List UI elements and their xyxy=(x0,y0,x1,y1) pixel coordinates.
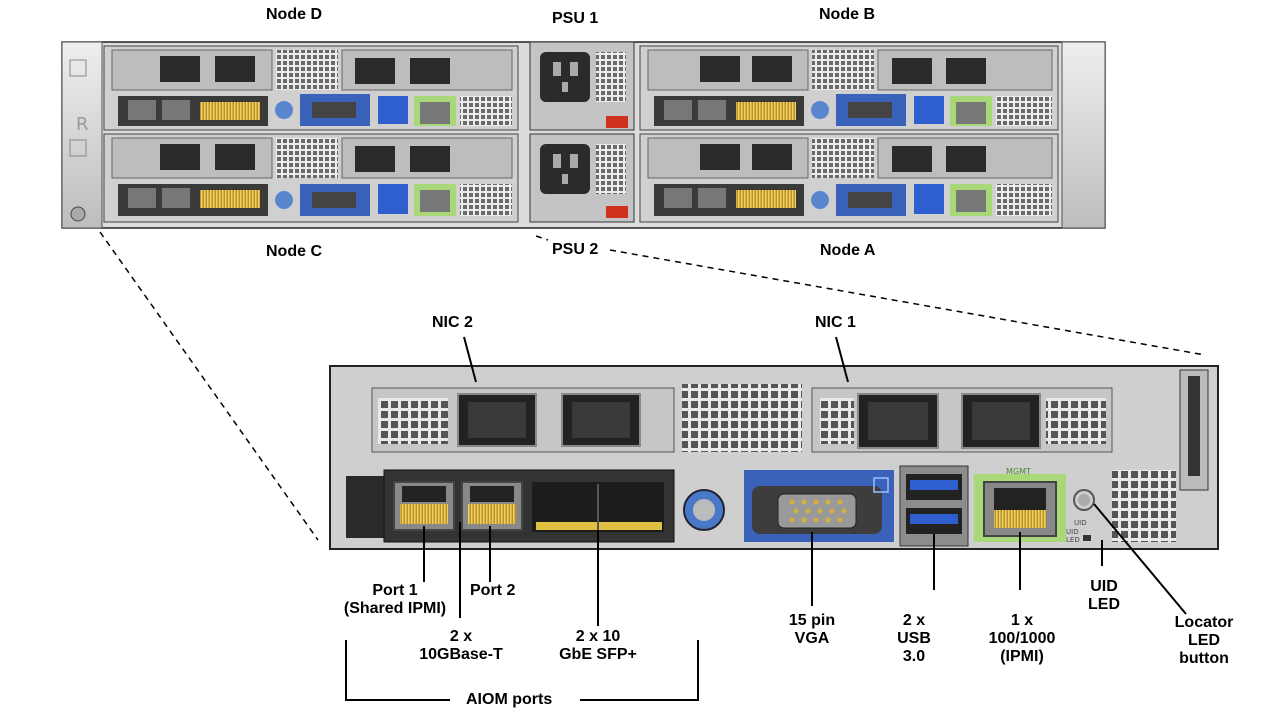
label-psu-2: PSU 2 xyxy=(552,241,599,258)
psu-1-module xyxy=(529,41,635,131)
uid-led xyxy=(1083,535,1091,541)
node-detail-panel: MGMT UID UID LED xyxy=(329,365,1219,550)
zoom-guide-left xyxy=(99,231,319,541)
node-a-tray xyxy=(639,133,1059,223)
label-port-1-line2: (Shared IPMI) xyxy=(343,600,447,617)
zoom-guide-right xyxy=(609,249,1206,356)
label-10gbase-t: 2 x 10GBase-T xyxy=(396,628,526,664)
label-vga-line2: VGA xyxy=(794,630,830,647)
label-10gbase-t-line1: 2 x xyxy=(449,628,473,645)
label-ipmi: 1 x 100/1000 (IPMI) xyxy=(972,612,1072,666)
uid-marking: UID xyxy=(1074,519,1087,527)
label-uid-led-line1: UID xyxy=(1090,578,1118,595)
label-psu-1: PSU 1 xyxy=(552,10,599,27)
svg-text:LED: LED xyxy=(1066,536,1080,544)
label-usb-line3: 3.0 xyxy=(902,648,926,665)
svg-text:UID: UID xyxy=(1066,528,1079,536)
label-locator-line3: button xyxy=(1179,650,1229,667)
label-10gbase-t-line2: 10GBase-T xyxy=(419,646,503,663)
label-sfp: 2 x 10 GbE SFP+ xyxy=(536,628,660,664)
label-node-d: Node D xyxy=(266,6,322,23)
label-locator-line2: LED xyxy=(1188,632,1220,649)
label-usb-line2: USB xyxy=(897,630,931,647)
label-port-2: Port 2 xyxy=(470,582,516,599)
label-ipmi-line3: (IPMI) xyxy=(1000,648,1044,665)
node-b-tray xyxy=(639,45,1059,131)
mgmt-marking: MGMT xyxy=(1006,467,1031,476)
label-nic-2: NIC 2 xyxy=(432,314,473,331)
callout-lines xyxy=(345,336,1187,701)
node-d-tray xyxy=(103,45,519,131)
chassis-letter: R xyxy=(76,114,89,135)
label-port-1-line1: Port 1 xyxy=(372,582,418,599)
label-port-1: Port 1 (Shared IPMI) xyxy=(330,582,460,618)
node-c-tray xyxy=(103,133,519,223)
label-sfp-line1: 2 x 10 xyxy=(575,628,621,645)
label-ipmi-line1: 1 x xyxy=(1010,612,1034,629)
label-vga-line1: 15 pin xyxy=(788,612,836,629)
label-uid-led-line2: LED xyxy=(1088,596,1120,613)
label-sfp-line2: GbE SFP+ xyxy=(559,646,637,663)
label-locator-line1: Locator xyxy=(1174,614,1234,631)
label-node-a: Node A xyxy=(820,242,876,259)
label-usb: 2 x USB 3.0 xyxy=(894,612,934,666)
label-node-c: Node C xyxy=(266,243,322,260)
label-nic-1: NIC 1 xyxy=(815,314,856,331)
label-ipmi-line2: 100/1000 xyxy=(988,630,1056,647)
label-node-b: Node B xyxy=(819,6,875,23)
label-usb-line1: 2 x xyxy=(902,612,926,629)
label-aiom-ports: AIOM ports xyxy=(466,691,553,708)
label-uid-led: UID LED xyxy=(1082,578,1126,614)
psu-2-module xyxy=(529,133,635,223)
label-locator: Locator LED button xyxy=(1164,614,1244,668)
label-vga: 15 pin VGA xyxy=(772,612,852,648)
